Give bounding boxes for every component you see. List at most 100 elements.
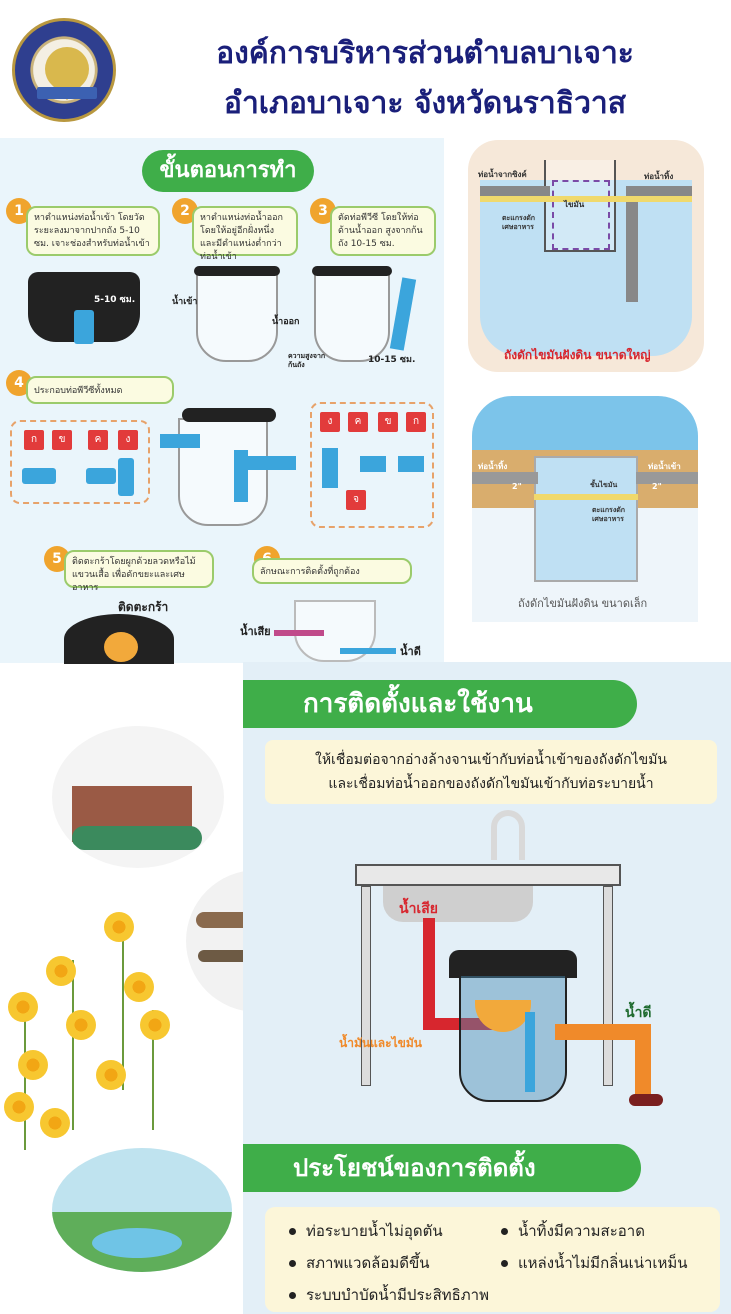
part-card-c-right: ค <box>348 412 368 432</box>
large-inlet-label: ท่อน้ำจากซิงค์ <box>478 170 527 179</box>
clean-pipe-blue <box>525 1012 535 1092</box>
fat-layer-small <box>534 494 638 500</box>
parts-box-left <box>10 420 150 504</box>
small-inlet-label: ท่อน้ำเข้า <box>648 462 681 471</box>
large-basket-label: ตะแกรงดักเศษอาหาร <box>502 214 536 231</box>
outlet-pipe-icon-2 <box>240 456 296 470</box>
step-3-height-label: ความสูงจากก้นถัง <box>288 352 326 369</box>
page-title: องค์การบริหารส่วนตำบลบาเจาะ <box>216 36 634 71</box>
step-5-basket-label: ติดตะกร้า <box>118 600 169 614</box>
pipe-icon <box>74 310 94 344</box>
benefits-title: ประโยชน์ของการติดตั้ง <box>243 1144 641 1192</box>
waste-pipe-icon <box>274 630 324 636</box>
pipe-part-icon-2 <box>86 468 116 484</box>
tank-inner-basket <box>544 160 616 252</box>
step-3-measure: 10-15 ซม. <box>368 355 416 365</box>
step-4-text: ประกอบท่อพีวีซีทั้งหมด <box>26 376 174 404</box>
step-2-outlet-label: น้ำออก <box>272 317 300 327</box>
inlet-pipe-large <box>480 186 550 196</box>
installation-title: การติดตั้งและใช้งาน <box>243 680 637 728</box>
waste-pipe-red-2 <box>423 1018 493 1030</box>
step-6-waste-label: น้ำเสีย <box>240 625 271 638</box>
outlet-pipe-small <box>472 472 538 484</box>
bucket-lid-icon <box>194 266 280 276</box>
pvc-pipe-icon <box>389 277 417 351</box>
installation-text-line1: ให้เชื่อมต่อจากอ่างล้างจานเข้ากับท่อน้ำเ… <box>314 752 668 768</box>
organization-seal-icon <box>12 18 116 122</box>
flower-stem <box>122 930 124 1090</box>
tank-water <box>480 180 692 356</box>
small-fat-label: ชั้นไขมัน <box>590 481 618 489</box>
environment-illustration <box>52 1148 232 1272</box>
oil-fat-label: น้ำมันและไขมัน <box>339 1036 422 1050</box>
bullet-icon <box>289 1292 296 1299</box>
benefit-item: ระบบบำบัดน้ำมีประสิทธิภาพ <box>289 1283 489 1307</box>
faucet-icon <box>491 810 525 860</box>
installation-panel: การติดตั้งและใช้งาน ให้เชื่อมต่อจากอ่างล… <box>243 662 731 1314</box>
flower-icon <box>104 912 134 942</box>
bucket-lid-icon-2 <box>312 266 392 276</box>
bucket-lid-icon-3 <box>182 408 276 422</box>
bucket-clear-icon <box>196 272 278 362</box>
tee-part-icon <box>118 458 134 496</box>
benefit-item: ท่อระบายน้ำไม่อุดตัน <box>289 1219 443 1243</box>
part-card-b: ข <box>52 430 72 450</box>
bullet-icon <box>289 1260 296 1267</box>
sink-leg-right <box>603 886 613 1086</box>
benefit-item: สภาพแวดล้อมดีขึ้น <box>289 1251 430 1275</box>
benefit-item: แหล่งน้ำไม่มีกลิ่นเน่าเหม็น <box>501 1251 688 1275</box>
flower-icon <box>4 1092 34 1122</box>
installation-instructions: ให้เชื่อมต่อจากอ่างล้างจานเข้ากับท่อน้ำเ… <box>265 740 717 804</box>
step-1-text: หาตำแหน่งท่อน้ำเข้า โดยวัดระยะลงมาจากปาก… <box>26 206 160 256</box>
diagram-small-tank: ท่อน้ำทิ้ง ท่อน้ำเข้า 2" 2" ชั้นไขมัน ตะ… <box>472 396 698 622</box>
outlet-pipe-orange-2 <box>635 1024 651 1100</box>
tank-lid <box>449 950 577 978</box>
part-card-a-right: ก <box>406 412 426 432</box>
outlet-riser-large <box>626 186 638 302</box>
step-5-text: ติดตะกร้าโดยผูกด้วยลวดหรือไม้แขวนเสื้อ เ… <box>64 550 214 593</box>
part-card-b-right: ข <box>378 412 398 432</box>
steps-panel: ขั้นตอนการทำ 1 หาตำแหน่งท่อน้ำเข้า โดยวั… <box>0 138 444 664</box>
sink-basin <box>383 886 533 922</box>
part-card-d-right: ง <box>320 412 340 432</box>
steps-title: ขั้นตอนการทำ <box>142 150 314 192</box>
step-6-text: ลักษณะการติดตั้งที่ถูกต้อง <box>252 558 412 584</box>
step-2-text: หาตำแหน่งท่อน้ำออก โดยให้อยู่อีกฝั่งหนึ่… <box>192 206 298 262</box>
flower-icon <box>40 1108 70 1138</box>
tee-part-icon-2 <box>322 448 338 488</box>
flower-icon <box>140 1010 170 1040</box>
step-3-text: ตัดท่อพีวีซี โดยให้ท่อด้านน้ำออก สูงจากก… <box>330 206 436 256</box>
large-outlet-label: ท่อน้ำทิ้ง <box>644 172 674 181</box>
small-inlet-size: 2" <box>652 482 662 491</box>
step-2-inlet-label: น้ำเข้า <box>172 297 198 307</box>
large-fat-label: ไขมัน <box>564 200 585 209</box>
tank-water-small <box>534 456 638 582</box>
small-basket-label: ตะแกรงดักเศษอาหาร <box>592 506 626 523</box>
bullet-icon <box>289 1228 296 1235</box>
flower-icon <box>8 992 38 1022</box>
clean-water-label: น้ำดี <box>625 1005 652 1021</box>
installation-text-line2: และเชื่อมท่อน้ำออกของถังดักไขมันเข้ากับท… <box>328 776 654 792</box>
waste-water-label: น้ำเสีย <box>399 901 438 917</box>
flower-icon <box>66 1010 96 1040</box>
sink-counter <box>355 864 621 886</box>
bucket-clear-icon-2 <box>314 272 390 362</box>
parts-box-right <box>310 402 434 528</box>
flower-icon <box>96 1060 126 1090</box>
flower-icon <box>18 1050 48 1080</box>
pipe-part-icon-4 <box>398 456 424 472</box>
part-card-a: ก <box>24 430 44 450</box>
step-1-measure: 5-10 ซม. <box>94 295 136 305</box>
part-card-d: ง <box>118 430 138 450</box>
diagram-large-tank: ท่อน้ำจากซิงค์ ท่อน้ำทิ้ง ไขมัน ตะแกรงดั… <box>468 140 704 372</box>
inlet-pipe-icon <box>160 434 200 448</box>
waste-pipe-red <box>423 918 435 1028</box>
pipe-part-icon-3 <box>360 456 386 472</box>
header: องค์การบริหารส่วนตำบลบาเจาะ อำเภอบาเจาะ … <box>0 0 731 135</box>
benefit-item: น้ำทิ้งมีความสะอาด <box>501 1219 645 1243</box>
good-pipe-icon <box>340 648 396 654</box>
large-caption: ถังดักไขมันฝังดิน ขนาดใหญ่ <box>504 348 651 362</box>
small-outlet-label: ท่อน้ำทิ้ง <box>478 462 508 471</box>
part-card-e: จ <box>346 490 366 510</box>
